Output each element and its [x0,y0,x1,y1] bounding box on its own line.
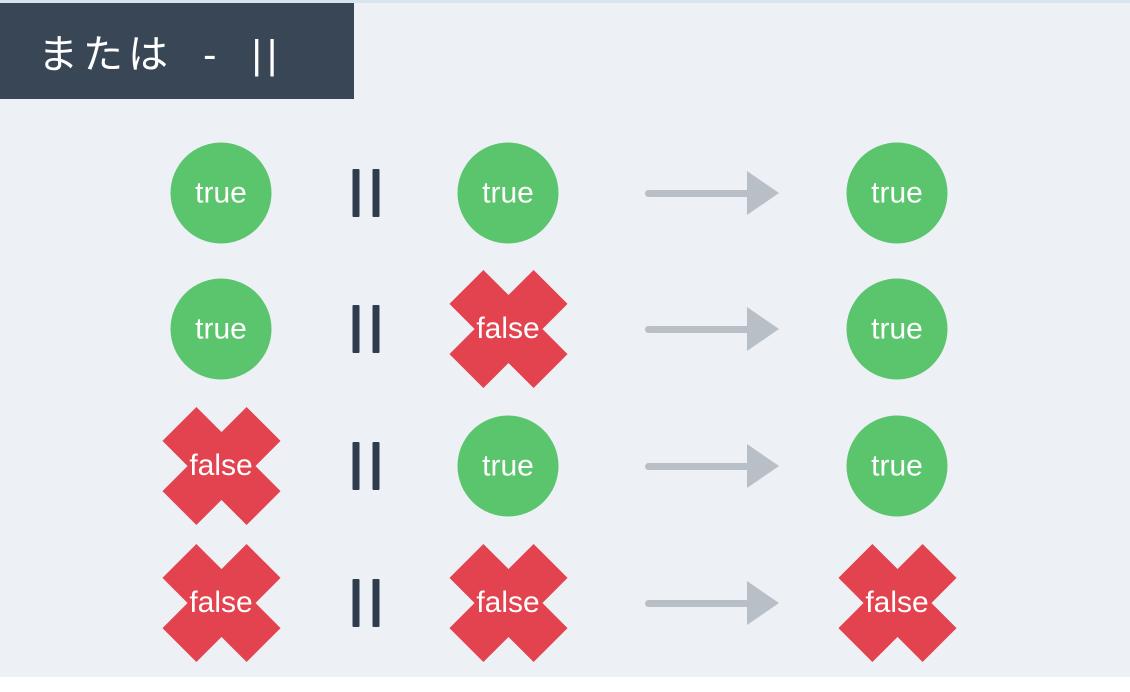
operator-bar [352,442,360,490]
operand-label: false [189,449,253,482]
operand-right: true [457,142,559,244]
bottom-edge-strip [0,677,1130,692]
result: true [846,142,948,244]
operand-left: true [170,142,272,244]
operand-label: false [476,586,540,619]
result-label: false [865,586,929,619]
result: true [846,278,948,380]
page-title: または - || [38,33,283,77]
operand-left: false [161,543,281,663]
or-operator-icon: || [352,579,380,627]
or-operator-icon: || [352,442,380,490]
operator-bar [352,169,360,217]
arrow-head [747,307,779,351]
operator-bar [352,305,360,353]
operand-right: true [457,415,559,517]
arrow-head [747,171,779,215]
top-edge-strip [0,0,1130,3]
operator-bar [352,579,360,627]
arrow-right-icon [645,581,779,625]
operand-label: true [482,176,534,209]
operand-right: false [448,543,568,663]
operator-bar [372,579,380,627]
truth-table-row: true || false true [0,260,1130,398]
operand-label: true [482,449,534,482]
result-label: true [871,176,923,209]
truth-table-row: false || true true [0,397,1130,535]
title-banner: または - || [0,3,354,99]
arrow-head [747,581,779,625]
operand-right: false [448,269,568,389]
operand-label: true [195,312,247,345]
operand-label: true [195,176,247,209]
result-label: true [871,449,923,482]
operand-label: false [476,312,540,345]
or-operator-icon: || [352,305,380,353]
operand-left: false [161,406,281,526]
truth-table-row: true || true true [0,124,1130,262]
or-operator-icon: || [352,169,380,217]
arrow-head [747,444,779,488]
arrow-line [645,599,750,607]
result: true [846,415,948,517]
arrow-right-icon [645,307,779,351]
operator-bar [372,169,380,217]
arrow-right-icon [645,171,779,215]
arrow-line [645,325,750,333]
operand-label: false [189,586,253,619]
arrow-line [645,189,750,197]
result: false [837,543,957,663]
result-label: true [871,312,923,345]
operator-bar [372,305,380,353]
arrow-right-icon [645,444,779,488]
truth-table-row: false || false false [0,534,1130,672]
operator-bar [372,442,380,490]
operand-left: true [170,278,272,380]
arrow-line [645,462,750,470]
